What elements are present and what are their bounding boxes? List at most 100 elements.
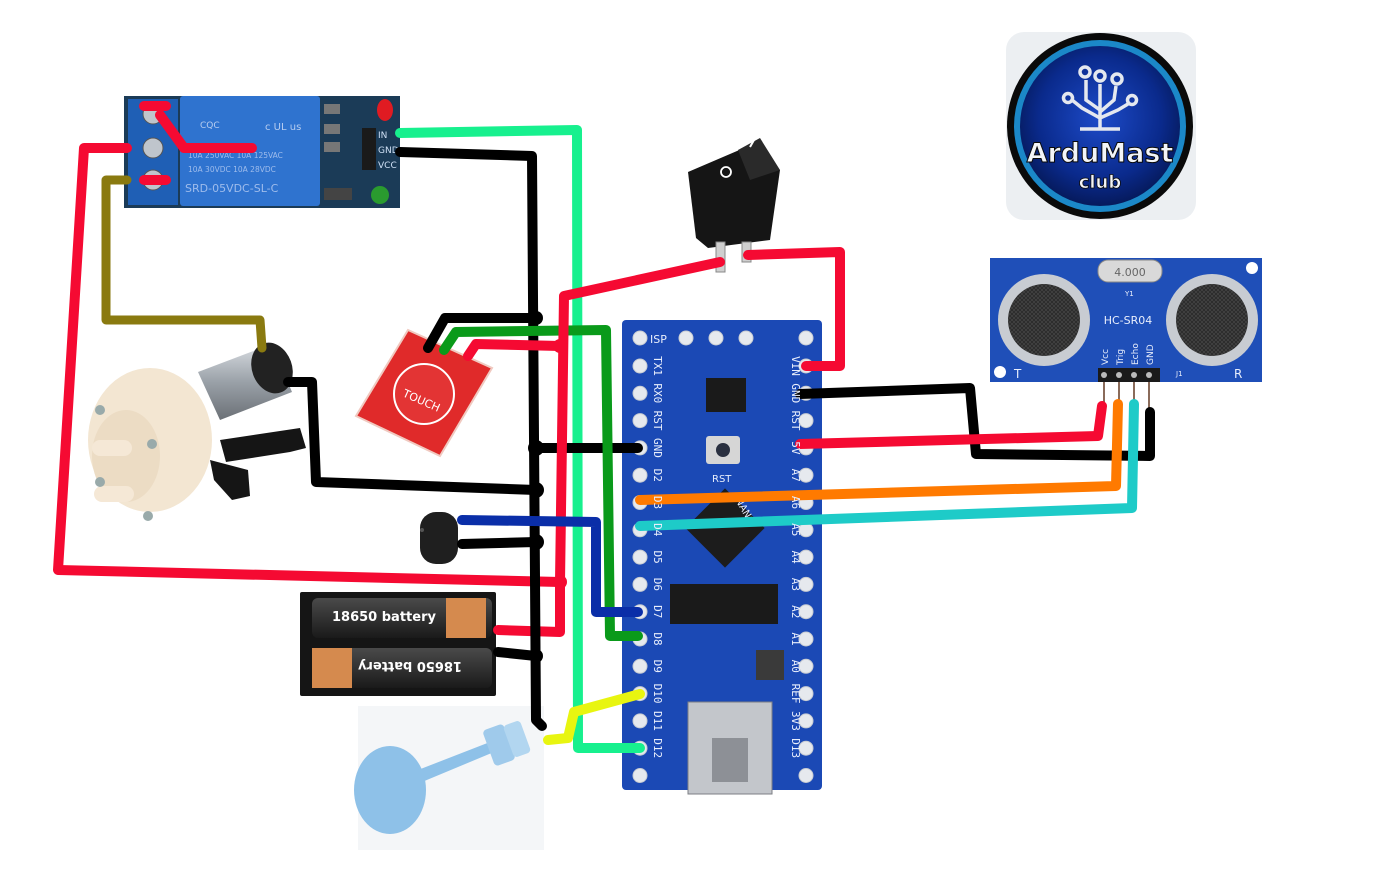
nano-pin-a0[interactable] [798,658,814,674]
wire-ultrasonic-trig [635,399,1123,505]
relay-pin-vcc-label: VCC [378,161,397,171]
nano-pin-rx0[interactable] [632,385,648,401]
hcsr04-pin-gnd [1146,372,1152,378]
touch-sensor: TOUCH [354,328,494,458]
wire-float-to-d10 [543,689,645,745]
relay-model-text: SRD-05VDC-SL-C [185,182,279,195]
hcsr04-r-label: R [1234,367,1242,381]
water-pump [88,342,306,521]
battery-holder: 18650 battery 18650 battery [300,592,496,696]
wire-switch-to-vin [743,247,845,371]
wire-buzzer-to-d7 [457,515,643,617]
relay-logo-text: CQC [200,121,220,131]
nano-pin-d9[interactable] [632,658,648,674]
nano-pin-a2[interactable] [798,604,814,620]
wires [53,125,1155,753]
nano-pin-label: 3V3 [789,711,802,731]
pump-screw [95,405,105,415]
nano-isp-hole [632,330,648,346]
nano-pin-label: A2 [789,605,802,618]
nano-usb-socket [712,738,748,782]
pump-foot-2 [210,460,250,500]
nano-pin-label: A3 [789,578,802,591]
nano-pin-a4[interactable] [798,549,814,565]
nano-reset-cap[interactable] [716,443,730,457]
nano-pin-label: D9 [651,660,664,673]
float-switch [354,706,544,850]
nano-isp-label: ISP [650,333,667,346]
hcsr04-pin-vcc-label: Vcc [1101,349,1111,365]
relay-ul-text: c UL us [265,122,301,133]
pump-screw [147,439,157,449]
hcsr04-y1-label: Y1 [1124,290,1134,298]
nano-pin-label: D6 [651,578,664,591]
nano-isp-hole [678,330,694,346]
nano-pin-label: D3 [651,496,664,509]
nano-pin-ref[interactable] [798,686,814,702]
junction-dot [528,440,544,456]
nano-pin-d13[interactable] [798,740,814,756]
pump-foot-1 [220,428,306,462]
switch-rocker [738,138,780,180]
relay-module: CQC c UL us 10A 250VAC 10A 125VAC 10A 30… [124,96,400,208]
nano-pin-label: A0 [789,660,802,673]
circuit-tree-icon [1061,65,1139,131]
nano-pin-label: REF [789,684,802,704]
nano-pin-label: D7 [651,605,664,618]
nano-pin-rst[interactable] [632,413,648,429]
nano-pin-a1[interactable] [798,631,814,647]
nano-pin-tx1[interactable] [632,358,648,374]
nano-pin-label: D4 [651,523,664,537]
junction-dot [528,482,544,498]
nano-pin-3v3[interactable] [798,713,814,729]
nano-pin-label: A6 [789,496,802,509]
nano-pin-label: D8 [651,632,664,645]
relay-rating-1: 10A 250VAC 10A 125VAC [188,151,283,160]
wire-relay-to-pump [101,175,267,353]
junction-dot [529,311,543,325]
relay-diode [324,188,352,200]
nano-pin-d11[interactable] [632,713,648,729]
nano-mcu-chip [685,488,765,568]
hcsr04-crystal [1097,259,1163,283]
junction-dot [553,575,567,589]
nano-usb-serial-chip [670,584,778,624]
relay-led-red [377,99,393,121]
relay-rating-2: 10A 30VDC 10A 28VDC [188,165,276,174]
nano-corner-hole [632,768,648,783]
hcsr04-model-label: HC-SR04 [1104,314,1153,327]
float-stem [418,742,494,782]
touch-pad[interactable] [393,363,455,425]
pump-face [92,410,160,502]
float-bulb [354,746,426,834]
rocker-switch [688,138,780,273]
nano-pin-label: A7 [789,469,802,482]
wire-relay-com-to-battery [53,143,565,637]
nano-pin-d2[interactable] [632,467,648,483]
wire-touch-gnd [423,313,541,353]
hcsr04-mount-hole-bl [994,366,1006,378]
nano-pin-a3[interactable] [798,576,814,592]
nano-pin-label: GND [651,438,664,458]
nano-pin-d6[interactable] [632,576,648,592]
nano-inductor [756,650,784,680]
nano-pin-a7[interactable] [798,467,814,483]
relay-smd-1 [324,104,340,114]
relay-led-green [371,186,389,204]
hcsr04-pin-vcc [1101,372,1107,378]
switch-terminal-1 [715,241,726,273]
hcsr04-transmitter [1008,284,1080,356]
pump-screw [95,477,105,487]
pump-inlet [92,440,132,456]
nano-isp-hole [798,330,814,346]
nano-pin-d5[interactable] [632,549,648,565]
nano-pin-label: D5 [651,550,664,563]
arduino-nano: ISP RST NANO [622,320,822,795]
hcsr04-crystal-text: 4.000 [1114,266,1146,279]
nano-pin-label: A1 [789,632,802,645]
nano-pin-rst[interactable] [798,413,814,429]
nano-pin-label: D11 [651,711,664,731]
pump-screw [143,511,153,521]
nano-pin-label: 5V [789,441,802,455]
